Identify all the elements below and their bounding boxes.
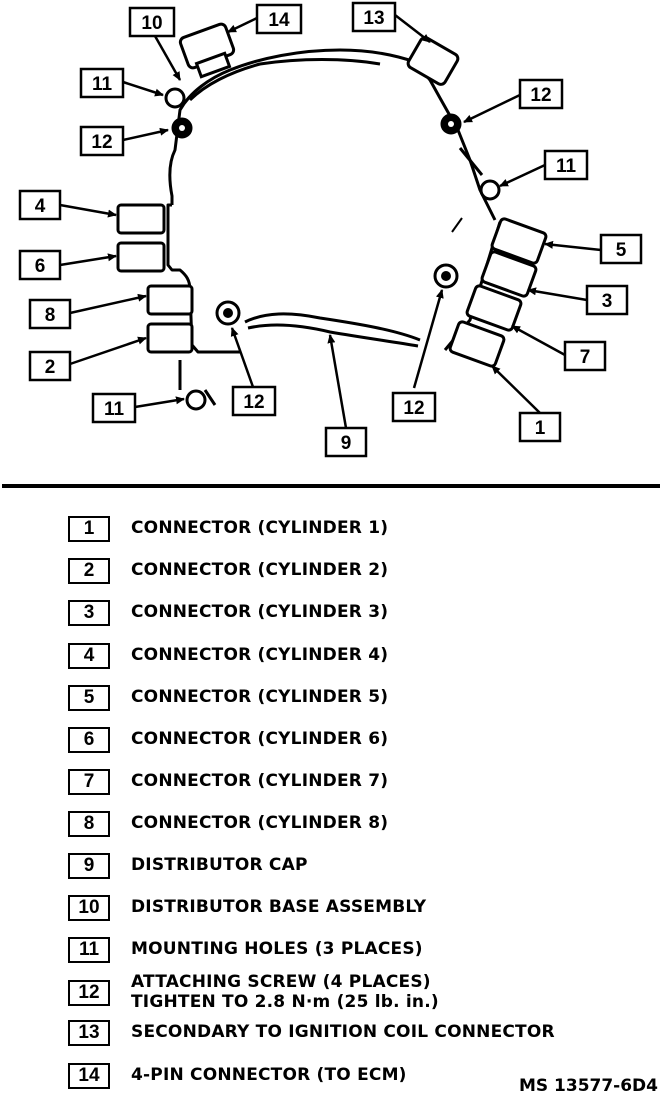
legend-number: 13 [68, 1020, 110, 1046]
mounting-hole-right [479, 179, 501, 201]
legend-number: 9 [68, 853, 110, 879]
figure-code: MS 13577-6D4 [518, 1076, 658, 1096]
callout-12-top-right: 12 [530, 85, 551, 106]
connector-1 [448, 320, 506, 368]
callout-9: 9 [341, 433, 352, 454]
callout-6: 6 [35, 256, 46, 277]
section-divider [2, 484, 660, 488]
connector-3 [480, 250, 538, 298]
legend-number: 12 [68, 980, 110, 1006]
legend-description: 4-PIN CONNECTOR (TO ECM) [131, 1065, 407, 1085]
legend-item-11: 11 MOUNTING HOLES (3 PLACES) [68, 937, 628, 969]
leader-lines [59, 14, 602, 429]
callout-2: 2 [45, 357, 56, 378]
legend-description: CONNECTOR (CYLINDER 7) [131, 771, 389, 791]
legend-description: CONNECTOR (CYLINDER 3) [131, 602, 389, 622]
legend-description: ATTACHING SCREW (4 PLACES) TIGHTEN TO 2.… [131, 972, 439, 1012]
legend-description-line-1: ATTACHING SCREW (4 PLACES) [131, 972, 431, 992]
legend-number: 11 [68, 937, 110, 963]
callout-labels: 10 14 13 11 12 12 11 4 6 8 2 11 12 9 12 … [35, 8, 627, 454]
legend-description: CONNECTOR (CYLINDER 8) [131, 813, 389, 833]
legend-item-8: 8 CONNECTOR (CYLINDER 8) [68, 811, 628, 843]
legend-item-7: 7 CONNECTOR (CYLINDER 7) [68, 769, 628, 801]
callout-11-right: 11 [556, 156, 577, 177]
callout-12-bottom-left: 12 [243, 392, 264, 413]
four-pin-connector [178, 22, 236, 79]
callout-3: 3 [602, 291, 613, 312]
legend-description: CONNECTOR (CYLINDER 5) [131, 687, 389, 707]
connector-6 [116, 241, 166, 273]
legend-item-4: 4 CONNECTOR (CYLINDER 4) [68, 643, 628, 675]
legend-description: MOUNTING HOLES (3 PLACES) [131, 939, 423, 959]
connector-7 [465, 284, 523, 332]
right-connectors [448, 217, 548, 368]
callout-11-top: 11 [92, 74, 113, 95]
legend-description: DISTRIBUTOR BASE ASSEMBLY [131, 897, 427, 917]
legend-item-9: 9 DISTRIBUTOR CAP [68, 853, 628, 885]
legend-description: CONNECTOR (CYLINDER 2) [131, 560, 389, 580]
callout-8: 8 [45, 305, 56, 326]
callout-5: 5 [616, 240, 627, 261]
legend-item-12: 12 ATTACHING SCREW (4 PLACES) TIGHTEN TO… [68, 972, 628, 1022]
callout-4: 4 [35, 196, 46, 217]
legend-number: 8 [68, 811, 110, 837]
callout-12-top-left: 12 [91, 132, 112, 153]
left-connectors [116, 203, 194, 354]
legend-number: 3 [68, 600, 110, 626]
callout-7: 7 [580, 347, 591, 368]
legend-item-5: 5 CONNECTOR (CYLINDER 5) [68, 685, 628, 717]
connector-4 [116, 203, 166, 235]
legend-number: 6 [68, 727, 110, 753]
legend-item-13: 13 SECONDARY TO IGNITION COIL CONNECTOR [68, 1020, 628, 1052]
legend-number: 7 [68, 769, 110, 795]
legend-description: CONNECTOR (CYLINDER 6) [131, 729, 389, 749]
legend-number: 14 [68, 1063, 110, 1089]
mounting-holes [164, 87, 501, 411]
legend-description: DISTRIBUTOR CAP [131, 855, 308, 875]
callout-11-bottom: 11 [104, 399, 125, 420]
legend-item-3: 3 CONNECTOR (CYLINDER 3) [68, 600, 628, 632]
legend-description: CONNECTOR (CYLINDER 1) [131, 518, 389, 538]
callout-boxes [18, 1, 643, 458]
legend-item-10: 10 DISTRIBUTOR BASE ASSEMBLY [68, 895, 628, 927]
callout-12-bottom-right: 12 [403, 398, 424, 419]
distributor-diagram: 10 14 13 11 12 12 11 4 6 8 2 11 12 9 12 … [18, 1, 643, 458]
legend-item-6: 6 CONNECTOR (CYLINDER 6) [68, 727, 628, 759]
legend-number: 1 [68, 516, 110, 542]
legend-description-line-2: TIGHTEN TO 2.8 N·m (25 lb. in.) [131, 992, 439, 1012]
legend-item-2: 2 CONNECTOR (CYLINDER 2) [68, 558, 628, 590]
connector-2 [146, 322, 194, 354]
attaching-screws [171, 113, 462, 326]
legend-item-14: 14 4-PIN CONNECTOR (TO ECM) [68, 1063, 628, 1095]
legend-item-1: 1 CONNECTOR (CYLINDER 1) [68, 516, 628, 548]
connector-8 [146, 284, 194, 316]
callout-1: 1 [535, 418, 546, 439]
mounting-hole-bottom-left [185, 389, 207, 411]
secondary-coil-connector [406, 36, 460, 86]
callout-14: 14 [268, 10, 290, 31]
legend-number: 2 [68, 558, 110, 584]
connector-5 [490, 217, 548, 265]
legend-number: 10 [68, 895, 110, 921]
legend-number: 5 [68, 685, 110, 711]
legend-description: CONNECTOR (CYLINDER 4) [131, 645, 389, 665]
distributor-cap-band [244, 312, 421, 348]
legend-description: SECONDARY TO IGNITION COIL CONNECTOR [131, 1022, 555, 1042]
callout-13: 13 [363, 8, 384, 29]
mounting-hole-top-left [164, 87, 186, 109]
legend-number: 4 [68, 643, 110, 669]
callout-10: 10 [141, 13, 162, 34]
